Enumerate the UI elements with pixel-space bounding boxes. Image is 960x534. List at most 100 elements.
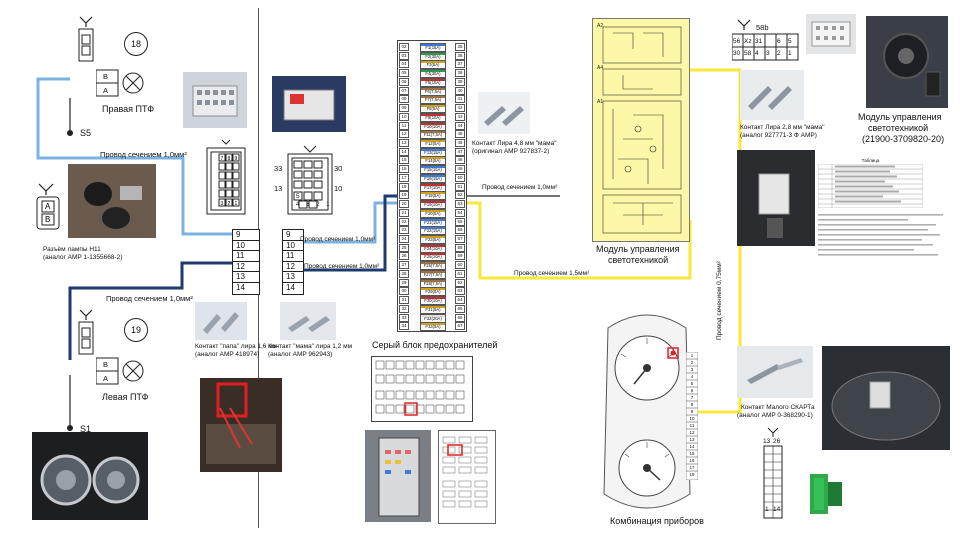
instrument-cluster-diagram xyxy=(598,308,696,516)
fuse-label: F2(30A) xyxy=(420,51,446,61)
pin-a-top: A xyxy=(103,86,109,95)
cluster-pin-number: 14 xyxy=(689,444,695,449)
fuse-color-band xyxy=(421,218,445,221)
module-photo-title-3: (21900-3709820-20) xyxy=(862,134,945,144)
fuse-pin-left: 17 xyxy=(399,173,409,182)
pin-table-left-row: 13 xyxy=(233,272,259,283)
wire-to-fuse-lower xyxy=(300,194,398,272)
fog-lamp-left-symbol xyxy=(95,354,148,388)
module-installed-photo xyxy=(737,150,815,246)
cluster-pin-number: 8 xyxy=(690,402,694,407)
skart-connector-symbol xyxy=(758,426,788,522)
fuse-pin-right: 41 xyxy=(455,95,465,104)
contact-male-label: Контакт "папа" лира 1,6 мм xyxy=(195,343,278,350)
cluster-pin-number: 13 xyxy=(689,437,695,442)
fuse-pin-right: 39 xyxy=(455,77,465,86)
fuse-color-band xyxy=(421,96,445,99)
cluster-pin-number: 4 xyxy=(690,374,694,379)
svg-text:8: 8 xyxy=(228,156,231,162)
fuse-pin-right: 67 xyxy=(455,322,465,331)
fuse-label: F19(10A) xyxy=(420,200,446,210)
fuse-rating: F25(10A) xyxy=(424,254,442,260)
fuse-rating: F14(5A) xyxy=(425,158,441,164)
mc-bot-4: 3 xyxy=(766,50,770,57)
fuse-label: F21(15A) xyxy=(420,217,446,227)
fuse-label: F25(10A) xyxy=(420,252,446,262)
wire-yellow-label: Провод сечением 1,5мм² xyxy=(514,270,590,277)
cluster-pin-number: 1 xyxy=(690,353,694,358)
fuse-color-band xyxy=(421,270,445,273)
lira-contact-original: (оригинал AMP 927837-2) xyxy=(472,148,550,155)
mc-bot-5: 2 xyxy=(777,50,781,57)
fuse-rating: F29(5A) xyxy=(425,289,441,295)
fuse-pin-left: 18 xyxy=(399,182,409,191)
fuse-pin-left: 25 xyxy=(399,243,409,252)
wire-bottom-label: Провод сечением 1,0мм² xyxy=(106,294,193,303)
conn-pin-1: 1 xyxy=(326,201,330,208)
pin-table-left-row: 10 xyxy=(233,241,259,252)
fuse-label: F8(5A) xyxy=(420,104,446,114)
fuse-color-band xyxy=(421,140,445,142)
fuse-color-band xyxy=(421,166,445,169)
fuse-rating: F3(5A) xyxy=(426,62,440,68)
wire-lower-label: Провод сечением 1,0мм² xyxy=(304,263,380,270)
fuse-pin-left: 31 xyxy=(399,296,409,305)
pin-b-top: B xyxy=(103,72,109,81)
fuse-pin-right: 46 xyxy=(455,139,465,147)
fuse-pin-right: 38 xyxy=(455,69,465,78)
fuse-label: F26(7,5A) xyxy=(420,261,446,271)
wire-top-label: Провод сечением 1,0мм² xyxy=(100,150,187,159)
fuse-rating: F2(30A) xyxy=(425,53,441,59)
fuse-color-band xyxy=(421,174,445,177)
mc-top-5: 6 xyxy=(777,38,781,45)
fuse-pin-right: 59 xyxy=(455,252,465,261)
fuse-color-band xyxy=(421,279,445,282)
fuse-color-band xyxy=(421,236,445,238)
svg-text:B: B xyxy=(45,215,50,224)
pin-table-left-row: 14 xyxy=(236,282,245,292)
fuse-pin-right: 65 xyxy=(455,304,465,313)
fuse-color-band xyxy=(421,87,445,90)
fuse-label: F1(15A) xyxy=(420,43,446,52)
fuse-pin-left: 24 xyxy=(399,235,409,243)
ground-bottom-dot xyxy=(67,425,73,431)
mc-top-3: 31 xyxy=(755,38,763,45)
fuse-pin-left: 12 xyxy=(399,130,409,139)
ground-bottom-label: S1 xyxy=(80,424,92,434)
fuse-color-band xyxy=(421,52,445,55)
svg-text:1: 1 xyxy=(235,201,238,207)
cluster-pin-number: 6 xyxy=(690,388,694,393)
wire-left-fog xyxy=(68,261,232,360)
module-photo xyxy=(866,16,948,108)
fuse-color-band xyxy=(421,131,445,134)
fuse-label: F27(7,5A) xyxy=(420,269,446,279)
fuse-color-band xyxy=(421,61,445,64)
svg-text:9: 9 xyxy=(235,156,238,162)
cluster-install-photo xyxy=(822,346,950,450)
fuse-block-photo xyxy=(365,430,431,522)
installation-photo xyxy=(200,378,282,472)
fuse-pin-left: 26 xyxy=(399,252,409,261)
fuse-rating: F31(5A) xyxy=(425,306,441,312)
fuse-pin-left: 14 xyxy=(399,147,409,156)
fuse-rating: F5(10A) xyxy=(425,79,441,85)
fuse-pin-left: 10 xyxy=(399,112,409,121)
contact-male-analog: (аналог AMP 418974) xyxy=(195,351,260,358)
fuse-layout-small xyxy=(371,356,473,422)
fuse-rating: F8(5A) xyxy=(426,106,440,112)
fuse-rating: F24(10A) xyxy=(424,245,442,251)
wire-to-module-label: Провод сечением 1,0мм² xyxy=(482,184,558,191)
